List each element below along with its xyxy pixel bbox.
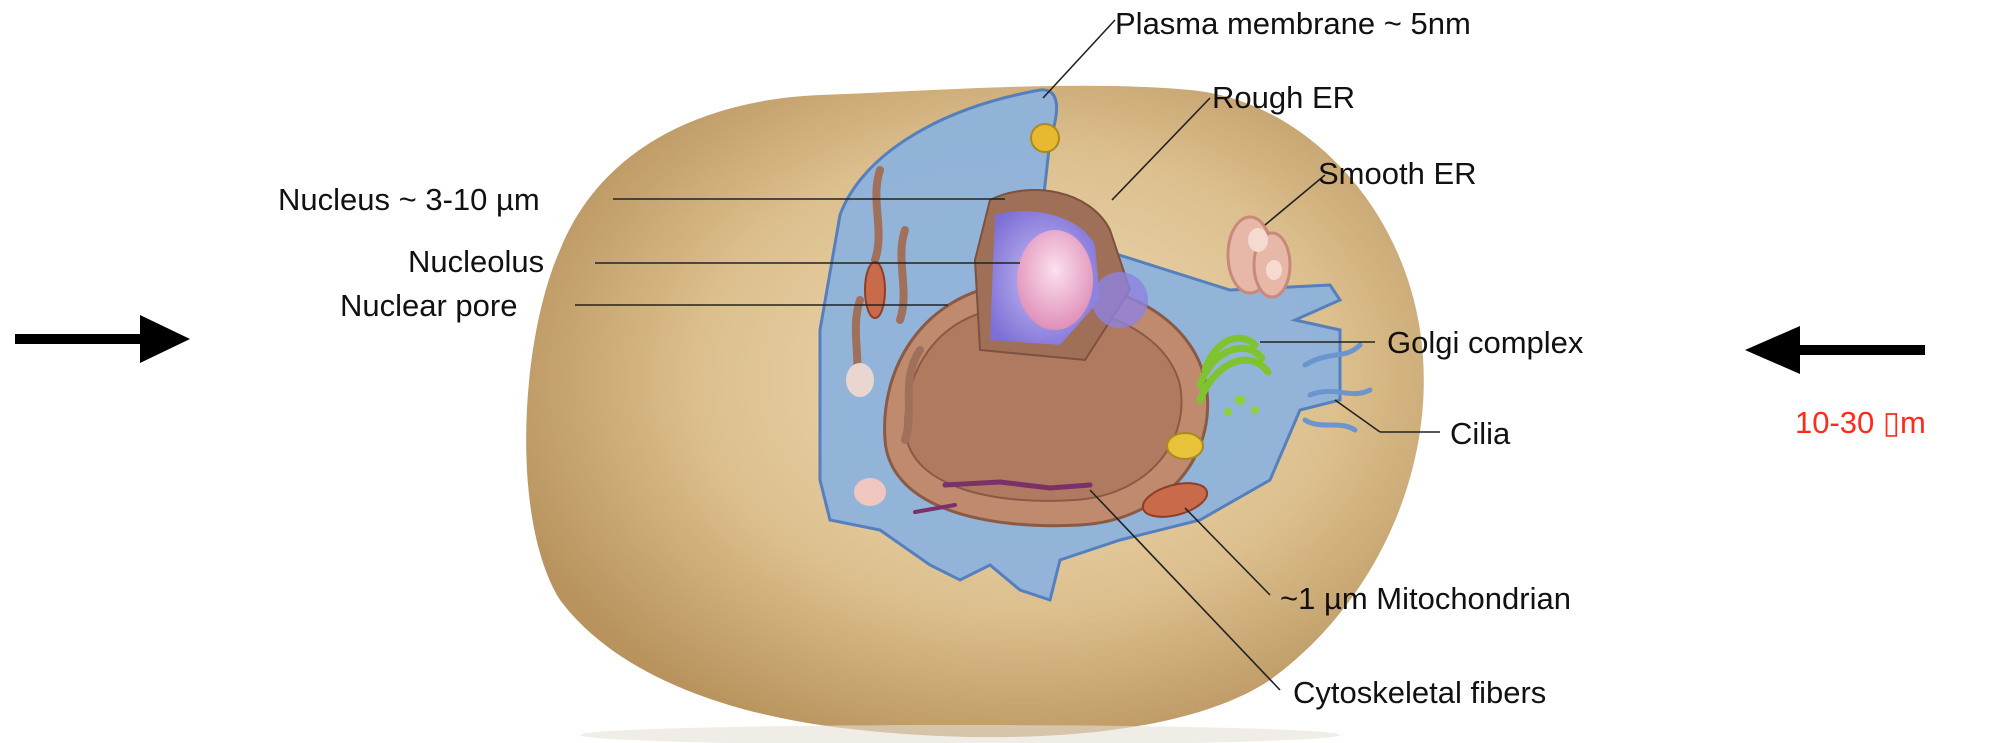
- label-nucleus: Nucleus ~ 3-10 µm: [278, 184, 540, 215]
- mitochondrion-2: [865, 262, 885, 318]
- vesicle-left: [846, 363, 874, 397]
- vesicle-lower: [854, 478, 886, 506]
- label-nuclear-pore: Nuclear pore: [340, 290, 517, 321]
- cell-body-shadow: [580, 725, 1340, 743]
- label-cytoskeletal-fibers: Cytoskeletal fibers: [1293, 677, 1546, 708]
- lysosome: [1167, 433, 1203, 459]
- label-plasma-membrane: Plasma membrane ~ 5nm: [1115, 8, 1471, 39]
- label-mitochondrian: ~1 µm Mitochondrian: [1280, 583, 1571, 614]
- label-rough-er: Rough ER: [1212, 82, 1355, 113]
- label-golgi-complex: Golgi complex: [1387, 327, 1583, 358]
- scale-label: 10-30 ▯m: [1795, 407, 1926, 438]
- vesicle-top: [1031, 124, 1059, 152]
- label-cilia: Cilia: [1450, 418, 1510, 449]
- left-arrow: [15, 315, 190, 363]
- label-nucleolus: Nucleolus: [408, 246, 544, 277]
- right-arrow: [1745, 326, 1925, 374]
- label-smooth-er: Smooth ER: [1318, 158, 1477, 189]
